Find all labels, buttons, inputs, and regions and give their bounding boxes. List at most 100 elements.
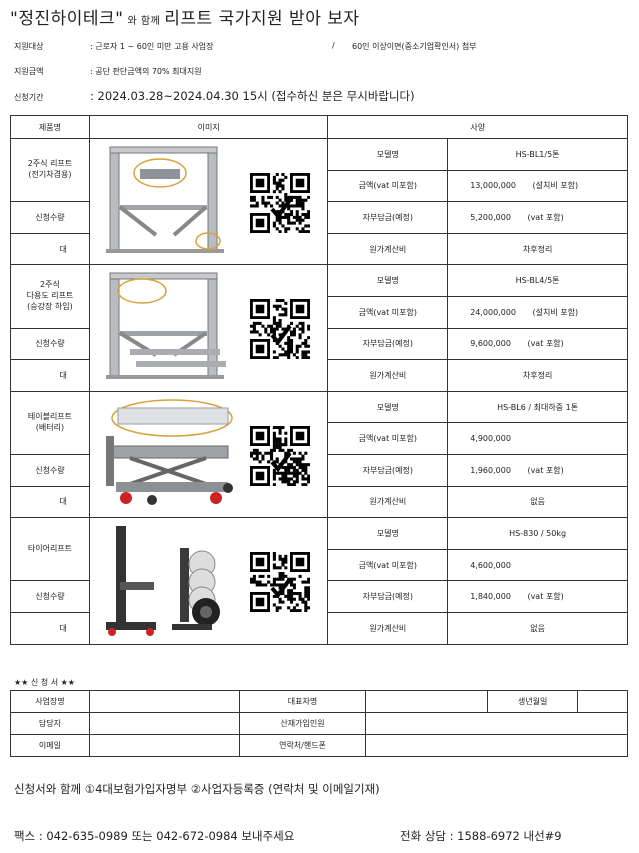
- company-name: "정진하이테크": [10, 9, 124, 29]
- info-amount: 지원금액: 공단 판단금액의 70% 최대지원: [14, 66, 202, 77]
- title-main: 리프트 국가지원 받아 보자: [164, 9, 360, 29]
- qty-label: 신청수량: [10, 327, 90, 361]
- price-cell: 4,900,000: [447, 422, 628, 455]
- estimate-value: 차후정리: [447, 359, 628, 392]
- model-value: HS-BL1/5톤: [447, 138, 628, 171]
- price-value: 24,000,000: [470, 307, 516, 317]
- model-label: 모델명: [327, 390, 449, 424]
- estimate-value: 없음: [447, 611, 628, 645]
- table-row: 신청수량 자부담금(예정) 5,200,000 (vat 포함): [10, 201, 628, 234]
- estimate-label: 원가계산비: [327, 359, 449, 392]
- product-photo: [96, 396, 234, 510]
- product-name: 2주식 리프트 (전기차겸용): [10, 137, 90, 203]
- period-value: : 2024.03.28~2024.04.30 15시 (접수하신 분은 무시바…: [90, 89, 415, 103]
- qr-code-icon[interactable]: [249, 552, 311, 613]
- price-label: 금액(vat 미포함): [327, 169, 449, 203]
- estimate-label: 원가계산비: [327, 611, 449, 645]
- application-heading: ★★ 신 청 서 ★★: [14, 678, 75, 687]
- form-contact-input[interactable]: [365, 734, 628, 757]
- table-row: 금액(vat 미포함) 24,000,000 (설치비 포함): [11, 295, 628, 329]
- table-row: 대 원가계산비 차후정리: [10, 232, 628, 266]
- model-value: HS-BL4/5톤: [447, 264, 628, 297]
- model-label: 모델명: [327, 138, 449, 171]
- qr-code-icon[interactable]: [249, 425, 311, 486]
- self-pay-value: 5,200,000: [470, 212, 511, 222]
- qty-label: 신청수량: [10, 453, 90, 487]
- price-cell: 4,600,000: [447, 548, 628, 582]
- form-insured-label: 산재가입인원: [238, 712, 367, 735]
- product-image-cell: [88, 264, 329, 392]
- table-row: 금액(vat 미포함) 4,900,000: [11, 422, 628, 455]
- self-pay-label: 자부담금(예정): [327, 327, 449, 361]
- form-ceo-label: 대표자명: [238, 690, 367, 713]
- table-row: 대 원가계산비 차후정리: [10, 359, 628, 392]
- qty-label: 신청수량: [10, 201, 90, 234]
- form-company-input[interactable]: [88, 690, 240, 713]
- price-note: (설치비 포함): [532, 307, 579, 317]
- col-image-header: 이미지: [88, 115, 329, 139]
- unit-label: 대: [59, 623, 67, 633]
- price-value: 4,900,000: [470, 434, 511, 444]
- form-manager-input[interactable]: [88, 712, 240, 735]
- unit-label: 대: [59, 370, 67, 380]
- price-note: (설치비 포함): [532, 181, 579, 191]
- self-pay-cell: 9,600,000 (vat 포함): [447, 327, 628, 361]
- price-value: 13,000,000: [470, 181, 516, 191]
- form-contact-label: 연락처/핸드폰: [238, 734, 367, 757]
- price-label: 금액(vat 미포함): [327, 422, 449, 455]
- target-extra: 60인 이상이면(중소기업확인서) 첨부: [352, 42, 477, 51]
- price-value: 4,600,000: [470, 560, 511, 570]
- model-label: 모델명: [327, 517, 449, 550]
- self-pay-cell: 1,840,000 (vat 포함): [447, 580, 628, 613]
- product-image-cell: [88, 390, 329, 519]
- table-row: 신청수량 자부담금(예정) 9,600,000 (vat 포함): [10, 327, 628, 361]
- product-name: 테이블리프트 (배터리): [10, 390, 90, 455]
- product-table: 제품명 이미지 사양 2주식 리프트 (전기차겸용) 모델명 HS-BL1/5톤…: [10, 115, 628, 645]
- title-with: 와 함께: [127, 16, 161, 27]
- estimate-label: 원가계산비: [327, 232, 449, 266]
- self-pay-label: 자부담금(예정): [327, 201, 449, 234]
- qr-code-icon[interactable]: [249, 299, 311, 360]
- qty-unit[interactable]: 대: [10, 359, 90, 392]
- col-spec-header: 사양: [327, 115, 628, 139]
- product-photo: [96, 143, 234, 257]
- form-email-input[interactable]: [88, 734, 240, 757]
- estimate-label: 원가계산비: [327, 485, 449, 519]
- form-birth-input[interactable]: [577, 690, 628, 713]
- price-label: 금액(vat 미포함): [327, 548, 449, 582]
- self-pay-label: 자부담금(예정): [327, 453, 449, 487]
- self-pay-cell: 1,960,000 (vat 포함): [447, 453, 628, 487]
- form-ceo-input[interactable]: [365, 690, 489, 713]
- info-target: 지원대상: 근로자 1 ~ 60인 미만 고용 사업장 / 60인 이상이면(중…: [14, 41, 477, 52]
- form-company-label: 사업장명: [10, 690, 90, 713]
- self-pay-note: (vat 포함): [527, 212, 564, 222]
- form-manager-label: 담당자: [10, 712, 90, 735]
- product-photo: [96, 269, 234, 383]
- table-row: 금액(vat 미포함) 13,000,000 (설치비 포함): [11, 169, 628, 203]
- qty-unit[interactable]: 대: [10, 232, 90, 266]
- form-insured-input[interactable]: [365, 712, 628, 735]
- model-value: HS-BL6 / 최대하중 1톤: [447, 390, 628, 424]
- col-product-header: 제품명: [10, 115, 90, 139]
- self-pay-note: (vat 포함): [527, 465, 564, 475]
- info-period: 신청기간 : 2024.03.28~2024.04.30 15시 (접수하신 분은…: [14, 88, 415, 104]
- period-label: 신청기간: [14, 93, 44, 102]
- required-documents: 신청서와 함께 ①4대보험가입자명부 ②사업자등록증 (연락처 및 이메일기재): [14, 782, 380, 796]
- table-row: 테이블리프트 (배터리) 모델명 HS-BL6 / 최대하중 1톤: [10, 390, 628, 519]
- table-row: 타이어리프트 모델명 HS-830 / 50kg: [10, 517, 628, 645]
- self-pay-value: 1,960,000: [470, 465, 511, 475]
- footer-contact: 팩스 : 042-635-0989 또는 042-672-0984 보내주세요 …: [14, 828, 562, 844]
- qty-unit[interactable]: 대: [10, 611, 90, 645]
- model-label: 모델명: [327, 264, 449, 297]
- price-label: 금액(vat 미포함): [327, 295, 449, 329]
- qr-code-icon[interactable]: [249, 173, 311, 234]
- amount-label: 지원금액: [14, 67, 44, 76]
- target-label: 지원대상: [14, 42, 44, 51]
- qty-unit[interactable]: 대: [10, 485, 90, 519]
- self-pay-label: 자부담금(예정): [327, 580, 449, 613]
- unit-label: 대: [59, 497, 67, 507]
- table-row: 대 원가계산비 없음: [10, 611, 628, 645]
- self-pay-note: (vat 포함): [527, 339, 564, 349]
- target-separator: /: [332, 41, 335, 50]
